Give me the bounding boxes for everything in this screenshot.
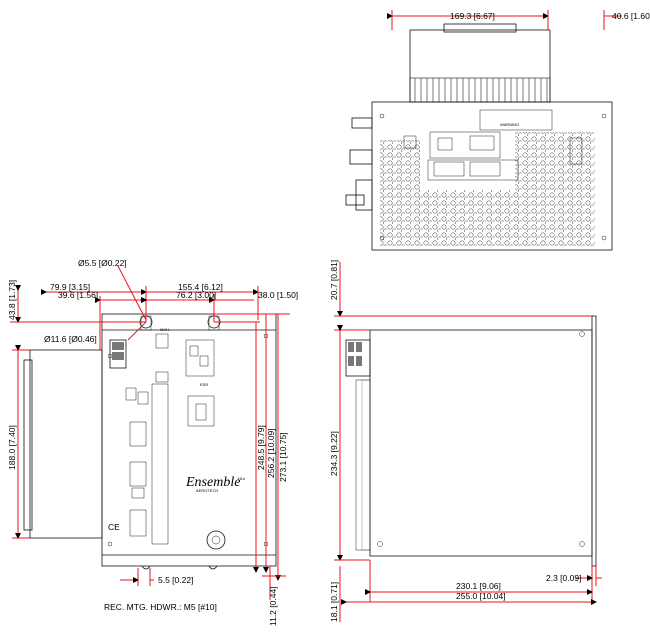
front-heatsink: [29, 349, 103, 539]
dim-hole-large: Ø11.6 [Ø0.46]: [44, 334, 97, 344]
top-body: [371, 101, 613, 251]
dim-front-d: 76.2 [3.00]: [176, 290, 216, 300]
dim-side-top: 20.7 [0.81]: [329, 260, 339, 300]
dim-front-c: 39.6 [1.56]: [58, 290, 98, 300]
front-body: [101, 313, 277, 567]
maker-label: AEROTECH: [196, 488, 218, 493]
mounting-note: REC. MTG. HDWR.: M5 [#10]: [104, 602, 217, 612]
dim-front-top-offset: 43.8 [1.73]: [7, 280, 17, 320]
brand-logo: Ensemble: [185, 475, 240, 490]
dim-top-width: 169.3 [6.67]: [450, 11, 495, 21]
dim-front-e: 38.0 [1.50]: [258, 290, 298, 300]
front-view: MXH ESR CE Ensemble HLe AEROTECH 79.9 [3…: [7, 258, 298, 626]
dim-front-a: 79.9 [3.15]: [50, 282, 90, 292]
mxh-label: MXH: [160, 327, 169, 332]
dim-hole-small: Ø5.5 [Ø0.22]: [78, 258, 127, 268]
dim-front-b: 155.4 [6.12]: [178, 282, 223, 292]
fan-icon: [206, 530, 226, 550]
dim-bottom-slot: 5.5 [0.22]: [158, 575, 193, 585]
dim-heatsink-height: 188.0 [7.40]: [7, 425, 17, 470]
dim-height-2: 256.2 [10.09]: [266, 428, 276, 478]
dim-height-1: 248.5 [9.79]: [256, 425, 266, 470]
warning-label: WARNING: [500, 122, 519, 127]
dim-side-flange: 2.3 [0.09]: [546, 573, 581, 583]
dim-side-depth-2: 255.0 [10.04]: [456, 591, 506, 601]
dim-top-depth: 40.6 [1.60]: [612, 11, 650, 21]
dim-side-depth-1: 230.1 [9.06]: [456, 581, 501, 591]
brand-suffix: HLe: [238, 476, 246, 481]
ce-mark: CE: [108, 522, 120, 532]
esr-label: ESR: [200, 382, 208, 387]
dim-bottom-offset: 11.2 [0.44]: [268, 586, 278, 626]
side-view: 20.7 [0.81] 234.3 [9.22] 18.1 [0.71] 230…: [329, 260, 602, 622]
dim-height-3: 273.1 [10.75]: [278, 432, 288, 482]
dim-side-height: 234.3 [9.22]: [329, 431, 339, 476]
side-body: [369, 329, 593, 557]
top-view: WARNING 169.3 [6.67] 40.6 [1.60]: [345, 10, 650, 251]
dim-side-bottom: 18.1 [0.71]: [329, 582, 339, 622]
